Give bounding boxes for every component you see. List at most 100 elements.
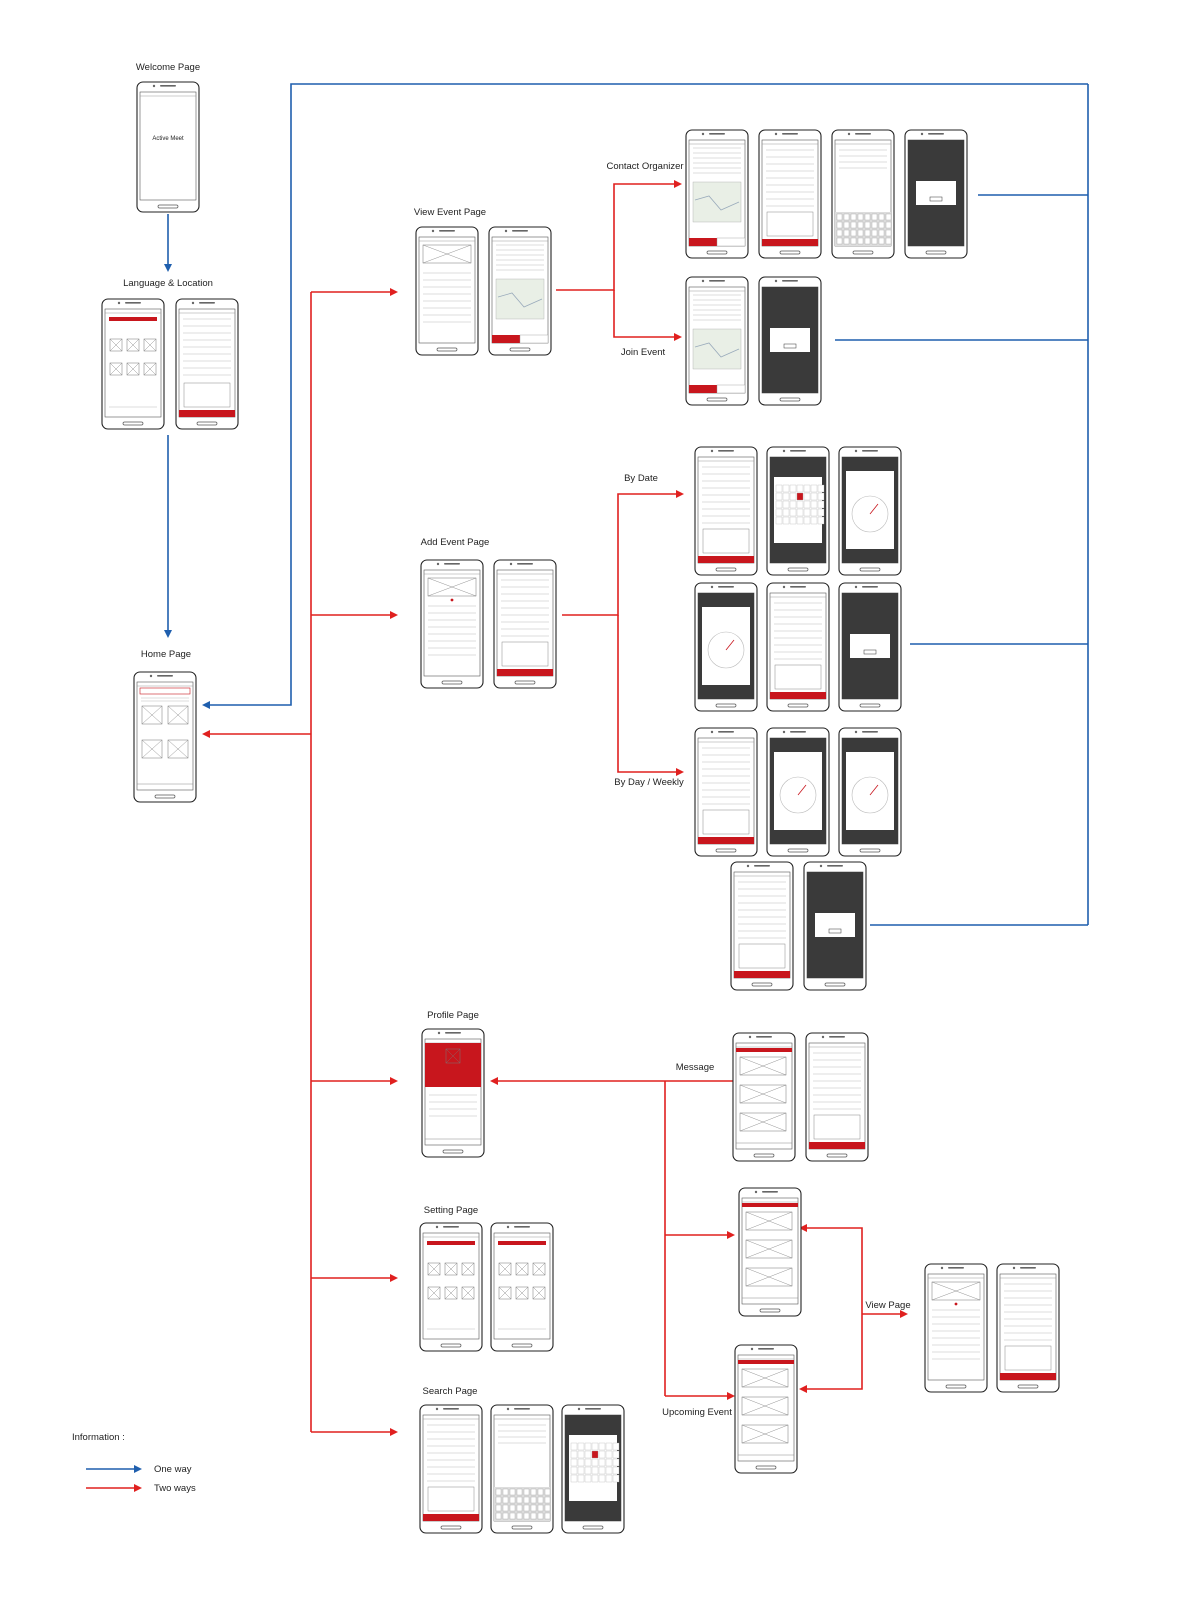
home-button xyxy=(514,680,536,685)
speaker xyxy=(718,731,734,733)
key xyxy=(878,221,885,229)
camera-dot xyxy=(435,1407,439,1411)
phone-screen xyxy=(136,681,194,791)
calendar-day xyxy=(605,1450,613,1459)
camera-dot xyxy=(854,449,858,453)
image-placeholder-cross xyxy=(427,1262,441,1276)
welcome-screen-text: Active Meet xyxy=(152,136,184,142)
calendar-day xyxy=(810,508,818,517)
calendar-day xyxy=(584,1450,592,1459)
speaker xyxy=(718,450,734,452)
profile-page-label: Profile Page xyxy=(427,1010,479,1021)
home-button xyxy=(753,1153,775,1158)
calendar-day xyxy=(782,484,790,493)
speaker xyxy=(517,563,533,565)
camera-dot xyxy=(774,132,778,136)
key xyxy=(502,1504,509,1512)
welcome-page-label: Welcome Page xyxy=(136,62,200,73)
image-placeholder-cross xyxy=(741,1424,789,1444)
calendar-day xyxy=(817,516,825,525)
image-placeholder-cross xyxy=(141,705,163,725)
image-placeholder xyxy=(515,1262,529,1276)
calendar-day xyxy=(584,1474,592,1483)
phone-add1 xyxy=(420,559,484,689)
upcoming-event-label: Upcoming Event xyxy=(662,1407,732,1418)
camera-dot xyxy=(437,1031,441,1035)
calendar-day xyxy=(570,1458,578,1467)
key xyxy=(502,1496,509,1504)
image-placeholder xyxy=(532,1286,546,1300)
speaker xyxy=(157,675,173,677)
image-placeholder-cross xyxy=(745,1211,793,1231)
calendar-day xyxy=(570,1450,578,1459)
key xyxy=(843,221,850,229)
phone-bd4 xyxy=(694,582,758,712)
calendar-day xyxy=(789,492,797,501)
image-placeholder-cross xyxy=(498,1286,512,1300)
image-placeholder xyxy=(422,244,472,264)
image-placeholder-cross xyxy=(444,1262,458,1276)
key xyxy=(544,1488,551,1496)
image-placeholder xyxy=(109,362,123,376)
clock-panel xyxy=(774,752,822,830)
calendar-day xyxy=(817,500,825,509)
phone-vp2 xyxy=(996,1263,1060,1393)
home-button xyxy=(787,567,809,572)
key xyxy=(864,237,871,245)
labels: Welcome Page Language & Location Home Pa… xyxy=(123,62,911,1418)
view-page-label: View Page xyxy=(865,1300,910,1311)
home-button xyxy=(787,703,809,708)
profile-header xyxy=(425,1043,481,1087)
home-button xyxy=(154,794,176,799)
key xyxy=(850,229,857,237)
image-placeholder-cross xyxy=(109,362,123,376)
key xyxy=(516,1504,523,1512)
camera-dot xyxy=(152,84,156,88)
speaker xyxy=(790,731,806,733)
image-placeholder xyxy=(745,1239,793,1259)
home-button xyxy=(859,703,881,708)
phone-pf_list1 xyxy=(738,1187,802,1317)
connector-lines xyxy=(164,83,1089,1436)
key xyxy=(523,1504,530,1512)
camera-dot xyxy=(920,132,924,136)
speaker xyxy=(444,563,460,565)
calendar-day xyxy=(570,1474,578,1483)
submit-button xyxy=(497,669,553,676)
phone-bw4 xyxy=(730,861,794,991)
camera-dot xyxy=(701,279,705,283)
home-button xyxy=(755,1465,777,1470)
join-event-label: Join Event xyxy=(621,347,666,358)
add-event-page-label: Add Event Page xyxy=(421,537,490,548)
calendar-day xyxy=(584,1466,592,1475)
image-placeholder xyxy=(745,1267,793,1287)
speaker xyxy=(445,1032,461,1034)
key xyxy=(885,229,892,237)
image-placeholder-cross xyxy=(167,705,189,725)
speaker xyxy=(756,1036,772,1038)
key xyxy=(871,237,878,245)
phone-je1 xyxy=(685,276,749,406)
key xyxy=(516,1512,523,1520)
phone-screen xyxy=(139,91,197,201)
image-placeholder-cross xyxy=(444,1286,458,1300)
image-placeholder-cross xyxy=(515,1286,529,1300)
phone-screen xyxy=(493,1232,551,1340)
phone-screen xyxy=(741,1197,799,1305)
calendar-day xyxy=(796,492,804,501)
calendar-day xyxy=(612,1474,620,1483)
image-placeholder xyxy=(931,1281,981,1301)
home-button xyxy=(945,1384,967,1389)
image-placeholder-cross xyxy=(745,1267,793,1287)
phone-welcome: Active Meet xyxy=(136,81,200,213)
image-placeholder-cross xyxy=(741,1368,789,1388)
speaker xyxy=(754,865,770,867)
home-button xyxy=(440,1525,462,1530)
speaker xyxy=(782,280,798,282)
speaker xyxy=(782,133,798,135)
key xyxy=(537,1504,544,1512)
phone-screen xyxy=(769,592,827,700)
key xyxy=(495,1488,502,1496)
speaker xyxy=(790,586,806,588)
